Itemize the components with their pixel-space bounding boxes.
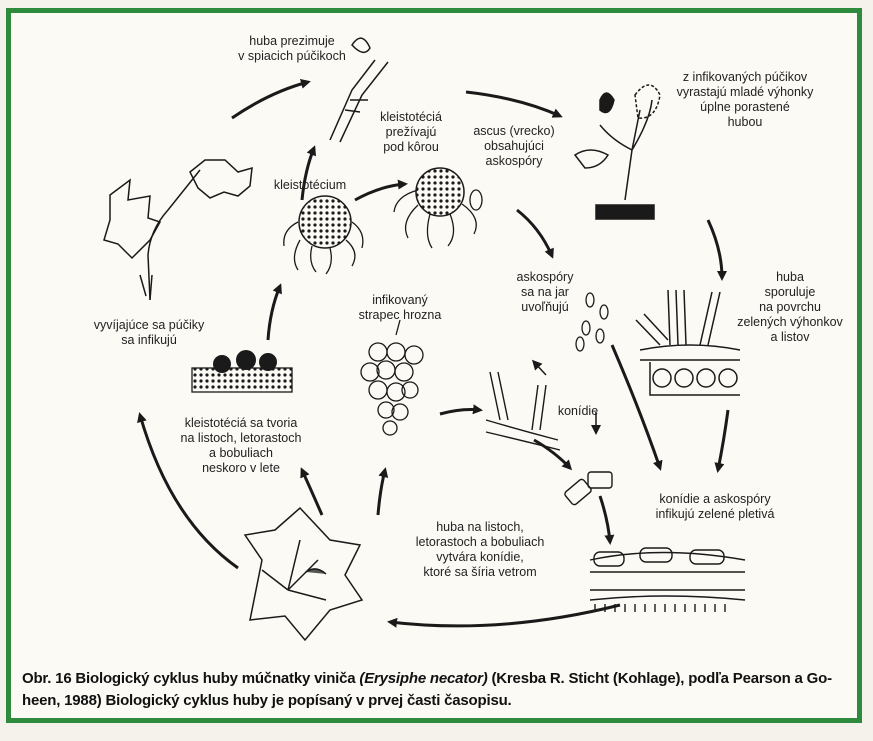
label-sporulates: huba sporuluje na povrchu zelených výhon… xyxy=(730,270,850,345)
caption-species: (Erysiphe necator) xyxy=(359,670,487,687)
arrow-to-kleistotecium xyxy=(268,286,280,340)
label-developing-buds: vyvíjajúce sa púčiky sa infikujú xyxy=(84,318,214,348)
figure-caption: Obr. 16 Biologický cyklus huby múčnatky … xyxy=(22,668,857,712)
kleistotecia-on-leaf-drawing xyxy=(192,350,292,392)
label-conidia: konídie xyxy=(548,404,608,419)
sporulation-drawing xyxy=(636,290,740,395)
grape-cluster-drawing xyxy=(361,320,423,435)
label-fungus-leaves: huba na listoch, letorastoch a bobuliach… xyxy=(400,520,560,580)
arrow-to-young-shoots xyxy=(466,92,560,116)
arrow-leaf-to-kleist xyxy=(302,470,322,515)
label-conidia-ascospores-infect: konídie a askospóry infikujú zelené plet… xyxy=(640,492,790,522)
caption-prefix: Obr. 16 Biologický cyklus huby múčnatky … xyxy=(22,670,359,687)
label-infected-buds: z infikovaných púčikov vyrastajú mladé v… xyxy=(660,70,830,130)
infected-leaf-drawing xyxy=(245,508,362,640)
arrow-leaf-to-cluster xyxy=(378,470,385,515)
kleistotecium-drawing xyxy=(284,196,363,274)
label-kleistotecium: kleistotécium xyxy=(262,178,358,193)
ascus-drawing xyxy=(394,168,482,248)
label-overwinter-buds: huba prezimuje v spiacich púčikoch xyxy=(232,34,352,64)
conidia-pointer-1 xyxy=(534,362,546,375)
arrow-to-infection xyxy=(718,410,728,470)
label-infected-cluster: infikovaný strapec hrozna xyxy=(340,293,460,323)
young-shoots-drawing xyxy=(575,85,660,219)
label-kleist-form: kleistotéciá sa tvoria na listoch, letor… xyxy=(166,416,316,476)
infected-tissue-drawing xyxy=(590,548,745,612)
arrow-to-dormant-buds xyxy=(232,82,308,118)
arrow-to-sporulation xyxy=(708,220,722,278)
arrow-to-ascospores xyxy=(517,210,552,256)
label-ascus: ascus (vrecko) obsahujúci askospóry xyxy=(460,124,568,169)
grapevine-shoot-drawing xyxy=(104,160,252,300)
label-ascospores-released: askospóry sa na jar uvoľňujú xyxy=(505,270,585,315)
conidia-chains-drawing xyxy=(486,372,612,506)
arrow-ascospores-to-infection xyxy=(612,345,660,468)
arrow-to-ascus xyxy=(355,184,405,200)
arrow-bodies-to-tissue xyxy=(600,496,610,542)
arrow-cluster-to-conidia xyxy=(440,410,480,415)
label-kleist-bark: kleistotéciá prežívajú pod kôrou xyxy=(368,110,454,155)
arrow-to-leaf xyxy=(390,605,620,626)
